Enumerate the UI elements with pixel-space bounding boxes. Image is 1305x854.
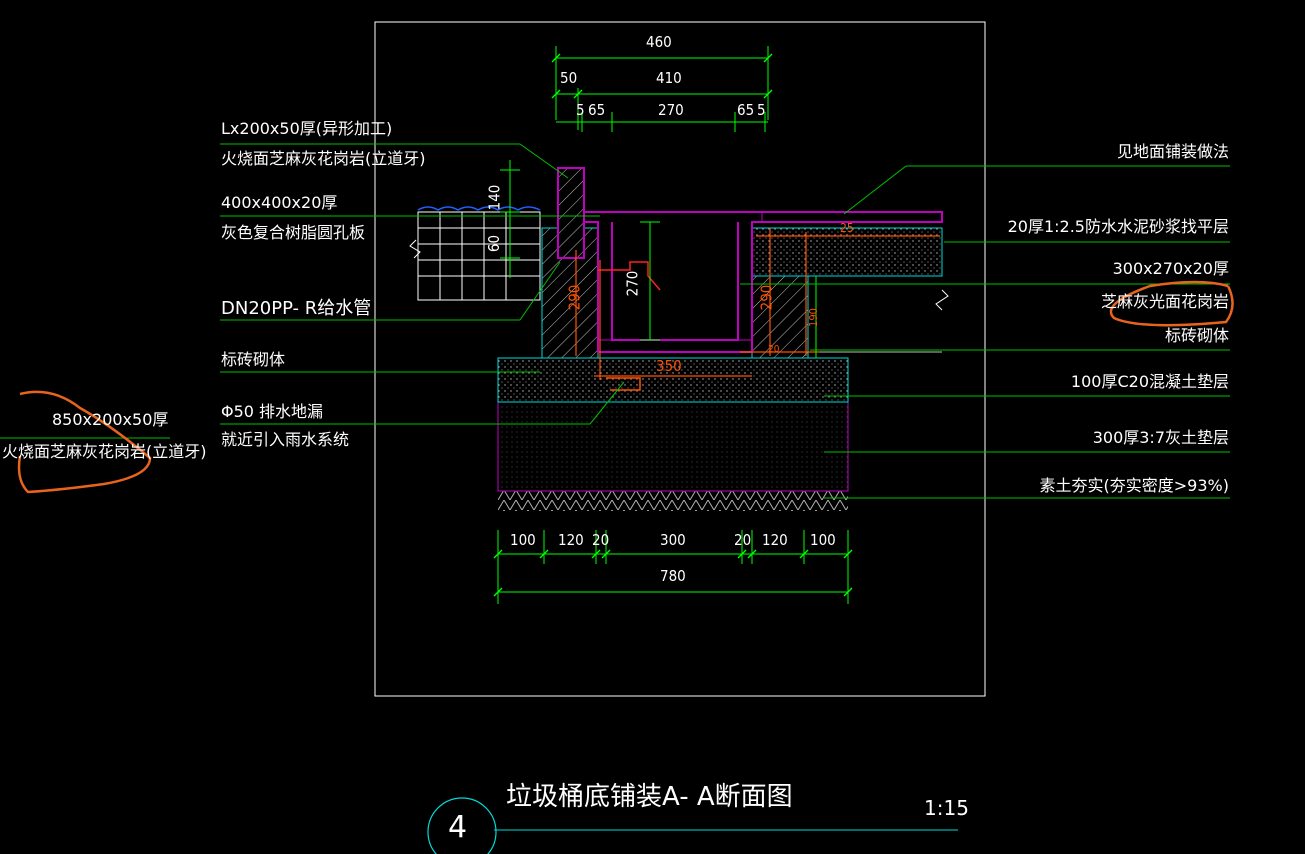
dim-290-right: 290 <box>757 284 776 311</box>
dim-350: 350 <box>656 357 682 375</box>
dim-100-left: 100 <box>510 531 536 549</box>
label-water-pipe: DN20PP- R给水管 <box>221 298 372 319</box>
dim-120-right: 120 <box>762 531 788 549</box>
right-paving <box>761 211 943 223</box>
leader-lines <box>0 143 1230 499</box>
dim-190: 190 <box>806 308 820 327</box>
label-brick-left: 标砖砌体 <box>221 350 286 369</box>
dim-65-right: 65 <box>737 101 755 119</box>
dim-20-inner: 20 <box>768 344 780 355</box>
resin-board-area <box>417 211 541 301</box>
break-line-left <box>409 239 421 259</box>
label-concrete: 100厚C20混凝土垫层 <box>1070 372 1229 391</box>
label-granite-material: 芝麻灰光面花岗岩 <box>1100 292 1229 311</box>
break-line-right <box>935 289 949 311</box>
label-drain: Φ50 排水地漏 <box>221 402 324 421</box>
resin-board-top <box>417 206 541 211</box>
label-compacted-soil: 素土夯实(夯实密度>93%) <box>1039 476 1229 495</box>
drawing-scale: 1:15 <box>924 796 969 820</box>
dim-65-left: 65 <box>588 101 606 119</box>
sheet-frame <box>374 21 986 697</box>
label-brick-right: 标砖砌体 <box>1164 326 1229 345</box>
dim-270-inner: 270 <box>623 270 642 297</box>
dim-20-left: 20 <box>592 531 610 549</box>
dim-410: 410 <box>656 69 682 87</box>
drawing-title: 垃圾桶底铺装A- A断面图 <box>506 782 793 812</box>
label-mortar: 20厚1:2.5防水水泥砂浆找平层 <box>1007 217 1229 236</box>
dimension-ticks <box>493 53 853 597</box>
curb-stone <box>557 167 585 259</box>
label-curb-material: 火烧面芝麻灰花岗岩(立道牙) <box>221 149 426 168</box>
label-board-material: 灰色复合树脂圆孔板 <box>221 223 366 242</box>
dim-780: 780 <box>660 567 686 585</box>
dim-20-right: 20 <box>734 531 752 549</box>
label-drain-note: 就近引入雨水系统 <box>221 430 350 449</box>
dim-140: 140 <box>485 184 504 211</box>
annotation-mark-left <box>17 390 152 494</box>
dim-100-right: 100 <box>810 531 836 549</box>
lime-soil-layer <box>497 401 849 492</box>
dim-5-left: 5 <box>576 101 585 119</box>
rebar-lines <box>575 228 940 380</box>
label-curb2-material: 火烧面芝麻灰花岗岩(立道牙) <box>2 442 207 461</box>
label-granite-spec: 300x270x20厚 <box>1112 259 1229 278</box>
detail-circle <box>427 797 497 854</box>
label-board-spec: 400x400x20厚 <box>221 193 338 212</box>
dim-5-right: 5 <box>757 101 766 119</box>
dim-300: 300 <box>660 531 686 549</box>
dim-270-top: 270 <box>658 101 684 119</box>
label-curb2-spec: 850x200x50厚 <box>52 410 169 429</box>
label-paving-ref: 见地面铺装做法 <box>1116 142 1229 161</box>
dim-60: 60 <box>485 234 504 253</box>
dim-120-left: 120 <box>558 531 584 549</box>
dim-290-left: 290 <box>565 284 584 311</box>
label-lime-soil: 300厚3:7灰土垫层 <box>1092 428 1229 447</box>
pit-liner-bottom <box>597 339 753 353</box>
label-curb-spec: Lx200x50厚(异形加工) <box>221 119 393 138</box>
dim-25: 25 <box>840 221 854 235</box>
dim-50: 50 <box>560 69 578 87</box>
mortar-bed-right <box>751 227 943 277</box>
annotation-mark-right <box>1109 280 1234 327</box>
compacted-soil-layer <box>498 491 848 511</box>
dim-460: 460 <box>646 33 672 51</box>
detail-number: 4 <box>448 810 468 845</box>
drain-pipe <box>606 377 641 391</box>
concrete-layer <box>497 357 849 403</box>
